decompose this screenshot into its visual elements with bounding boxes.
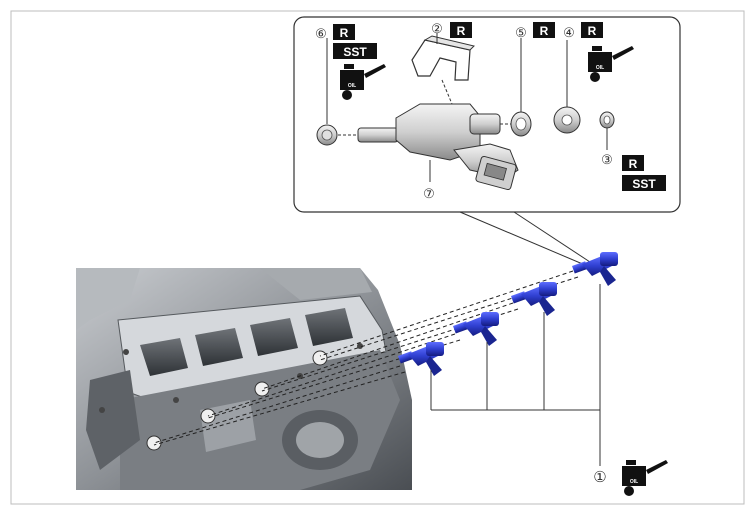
fuel-injector-4 xyxy=(572,252,618,286)
svg-text:SST: SST xyxy=(343,45,367,59)
part-6-seal-cup xyxy=(316,38,360,146)
callout-1: ① xyxy=(593,469,606,486)
inset-leader-right xyxy=(513,211,591,263)
svg-text:R: R xyxy=(629,157,638,171)
sst-badge-3 xyxy=(622,175,666,191)
replace-badge-2 xyxy=(450,22,472,38)
inset-leader-left xyxy=(459,211,586,266)
svg-text:R: R xyxy=(588,24,597,38)
svg-text:R: R xyxy=(540,24,549,38)
fuel-injector-3 xyxy=(511,282,557,316)
part-3-seal xyxy=(599,111,615,150)
svg-text:R: R xyxy=(340,26,349,40)
part-2-retaining-clip xyxy=(411,33,475,105)
replace-badge-5 xyxy=(533,22,555,38)
engine-cylinder-head xyxy=(76,268,412,490)
replace-badge-3 xyxy=(622,155,644,171)
callout-4: ④ xyxy=(563,25,575,40)
svg-text:OIL: OIL xyxy=(348,83,356,89)
part-7-injector-body xyxy=(357,103,519,191)
oil-label: OIL xyxy=(630,479,638,485)
fuel-injector-1 xyxy=(398,342,444,376)
sst-badge-6 xyxy=(333,43,377,59)
callout-5: ⑤ xyxy=(515,25,527,40)
part-4-washer xyxy=(553,40,581,134)
part-5-o-ring xyxy=(500,38,532,137)
fuel-injector-2 xyxy=(453,312,499,346)
callout-2: ② xyxy=(431,21,443,36)
svg-text:R: R xyxy=(457,24,466,38)
svg-text:OIL: OIL xyxy=(596,65,604,71)
replace-badge-6 xyxy=(333,24,355,40)
callout-7: ⑦ xyxy=(423,186,435,201)
callout-1-leader xyxy=(430,284,601,466)
svg-text:SST: SST xyxy=(632,177,656,191)
replace-badge-4 xyxy=(581,22,603,38)
callout-3: ③ xyxy=(601,152,613,167)
callout-6: ⑥ xyxy=(315,26,327,41)
